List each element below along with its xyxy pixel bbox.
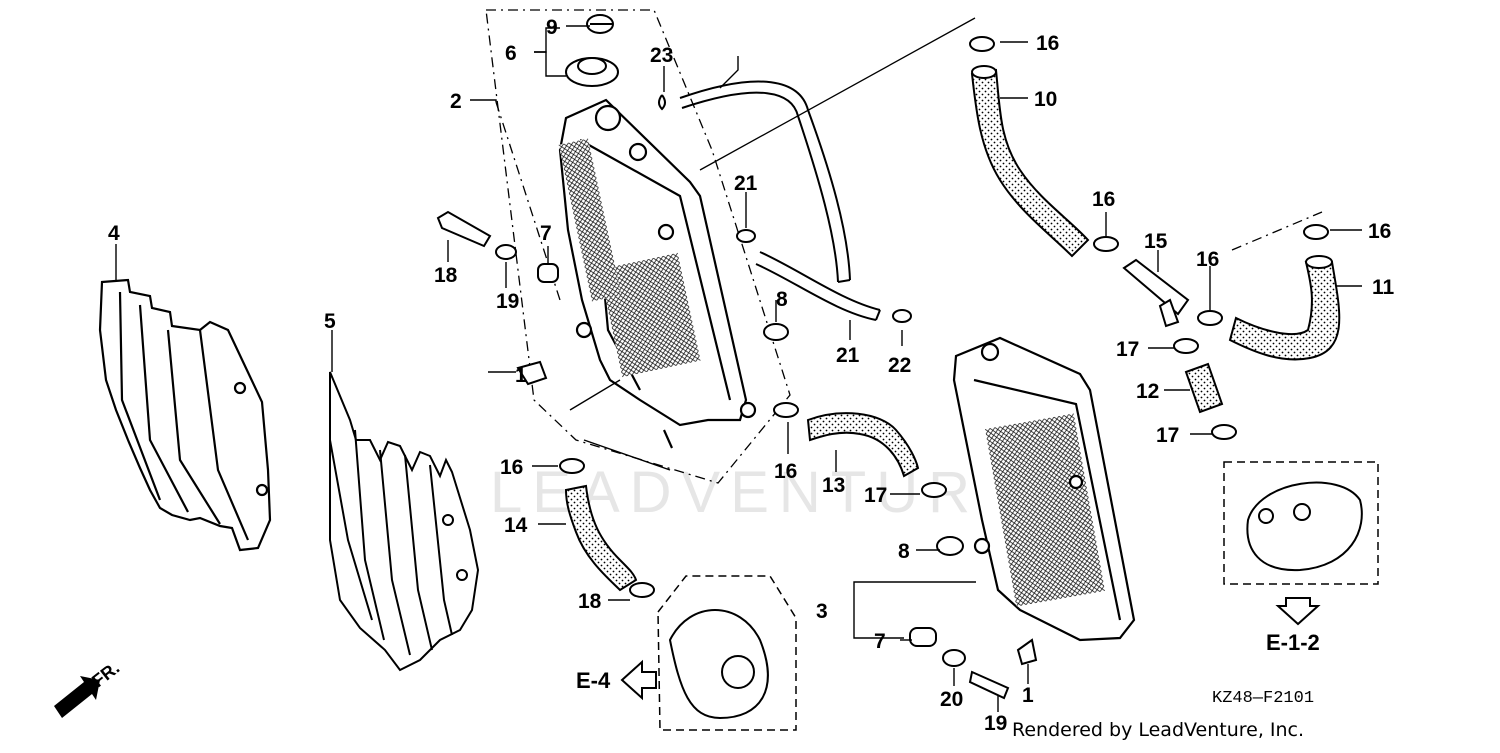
callout-5: 5 (324, 310, 336, 333)
hose-10 (970, 65, 1090, 258)
callout-16: 16 (1036, 32, 1059, 55)
callout-1: 1 (1022, 684, 1034, 707)
callout-17: 17 (1156, 424, 1179, 447)
lower-hardware (909, 536, 1038, 700)
callout-20: 21 (836, 344, 860, 367)
overflow-tube (679, 80, 851, 283)
callout-16: 16 (1196, 248, 1219, 271)
radiator-louver (329, 371, 480, 672)
radiator-right (952, 336, 1136, 642)
callout-8: 8 (898, 540, 910, 563)
callout-19: 19 (496, 290, 519, 313)
assembly-3-outline (699, 17, 1323, 251)
callout-7: 7 (874, 630, 886, 653)
callout-12: 12 (1136, 380, 1159, 403)
radiator-shroud-left (98, 278, 272, 552)
callout-7: 7 (540, 222, 552, 245)
ref-label-e12: E-1-2 (1266, 630, 1320, 655)
callout-17: 17 (1116, 338, 1139, 361)
breather-tube (755, 251, 881, 321)
hose-13 (806, 412, 920, 478)
callout-22: 23 (650, 44, 673, 67)
joint-15 (1122, 258, 1190, 328)
callout-19: 20 (940, 688, 963, 711)
callout-4: 4 (108, 222, 120, 245)
hose-12 (1184, 362, 1224, 414)
assembly-2-outline (485, 9, 791, 484)
callout-1: 1 (515, 364, 527, 387)
ref-label-e4: E-4 (576, 668, 611, 693)
upper-hardware (436, 210, 789, 386)
callout-15: 15 (1144, 230, 1168, 253)
callout-13: 13 (822, 474, 845, 497)
hose-14 (564, 484, 638, 592)
callout-11: 11 (1372, 276, 1395, 299)
callout-3: 3 (816, 600, 828, 623)
callout-16: 16 (500, 456, 523, 479)
callout-18: 18 (434, 264, 458, 287)
part-code: KZ48—F2101 (1212, 689, 1314, 708)
hose-11 (1228, 255, 1341, 361)
radiator-left (558, 98, 757, 449)
hose-clamps (559, 36, 1329, 598)
cylinder-head-box (1223, 461, 1379, 585)
callout-21: 21 (734, 172, 758, 195)
callout-16: 17 (864, 484, 887, 507)
callout-9: 9 (546, 16, 558, 39)
callout-18: 19 (984, 712, 1007, 735)
callout-17: 18 (578, 590, 602, 613)
leader-lines (115, 25, 1362, 712)
ref-arrow-e12: E-1-2 (1266, 597, 1321, 655)
callout-8: 8 (776, 288, 788, 311)
callout-21: 22 (888, 354, 911, 377)
water-pump-cover-box (657, 575, 797, 731)
radiator-cap (565, 14, 619, 87)
ref-arrow-e4: E-4 (576, 659, 657, 701)
callout-6: 6 (505, 42, 517, 65)
callout-16: 16 (1092, 188, 1115, 211)
callout-2: 2 (450, 90, 462, 113)
callout-16: 16 (1368, 220, 1391, 243)
callout-numbers: 1 1 2 3 4 5 6 7 7 8 8 9 10 11 12 13 14 1… (108, 16, 1395, 735)
front-direction-marker: FR. (54, 658, 123, 718)
callout-16: 16 (774, 460, 797, 483)
clip-22 (658, 94, 666, 111)
callout-14: 14 (504, 514, 528, 537)
credit-line: Rendered by LeadVenture, Inc. (1012, 719, 1304, 741)
clip-21 (736, 229, 912, 323)
callout-10: 10 (1034, 88, 1057, 111)
